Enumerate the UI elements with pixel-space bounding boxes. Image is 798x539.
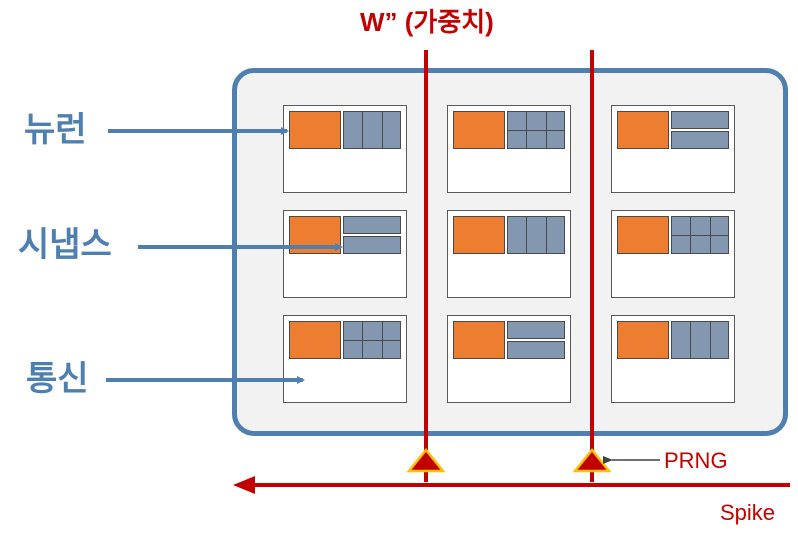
neuron-block: [289, 111, 341, 149]
synapse-block: [343, 321, 401, 359]
synapse-block: [507, 111, 565, 149]
core: [447, 315, 571, 403]
synapse-block: [671, 111, 729, 149]
neuron-block: [453, 321, 505, 359]
neuron-block: [289, 321, 341, 359]
spike-arrow-head: [233, 476, 255, 494]
synapse-cell: [545, 216, 565, 254]
synapse-block: [343, 216, 401, 254]
neuron-block: [617, 111, 669, 149]
synapse-cell: [507, 321, 565, 339]
core: [447, 210, 571, 298]
synapse-cell: [709, 235, 729, 254]
neuron-label: 뉴런: [24, 110, 87, 150]
neuron-block: [453, 111, 505, 149]
synapse-cell: [545, 130, 565, 149]
synapse-cell: [343, 216, 401, 234]
neuron-block: [617, 216, 669, 254]
synapse-cell: [381, 111, 401, 149]
synapse-cell: [343, 236, 401, 254]
core: [611, 105, 735, 193]
spike-label: Spike: [720, 500, 776, 525]
neuron-block: [453, 216, 505, 254]
core: [611, 210, 735, 298]
synapse-block: [507, 321, 565, 359]
core: [447, 105, 571, 193]
synapse-block: [671, 216, 729, 254]
neuron-block: [617, 321, 669, 359]
synapse-cell: [381, 340, 401, 359]
synapse-cell: [507, 341, 565, 359]
synapse-cell: [709, 321, 729, 359]
prng-triangle-1: [406, 448, 446, 473]
core: [283, 105, 407, 193]
prng-triangle-2: [572, 448, 612, 473]
synapse-block: [671, 321, 729, 359]
synapse-block: [343, 111, 401, 149]
synapse-block: [507, 216, 565, 254]
core: [611, 315, 735, 403]
weights-label: W” (가중치): [360, 7, 494, 37]
synapse-cell: [671, 111, 729, 129]
synapse-label: 시냅스: [18, 225, 112, 265]
prng-label: PRNG: [664, 448, 728, 473]
synapse-cell: [671, 131, 729, 149]
core: [283, 315, 407, 403]
communication-label: 통신: [26, 359, 89, 399]
